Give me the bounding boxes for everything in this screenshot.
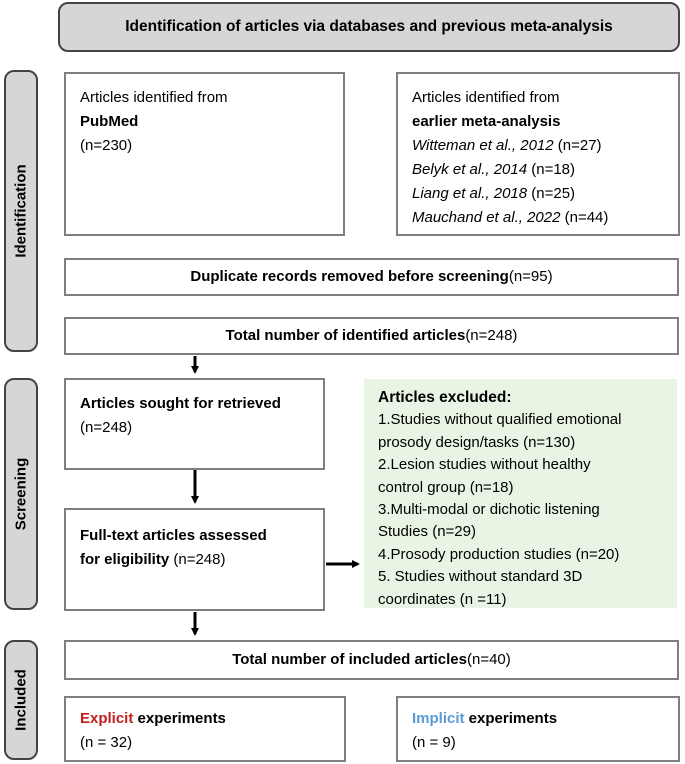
earlier-source: earlier meta-analysis <box>412 113 561 130</box>
total-included-label: Total number of included articles <box>232 651 467 668</box>
pubmed-source: PubMed <box>80 113 139 130</box>
ref-item: Witteman et al., 2012 (n=27) <box>412 137 602 154</box>
duplicates-label: Duplicate records removed before screeni… <box>190 268 509 285</box>
total-identified-label: Total number of identified articles <box>225 327 466 344</box>
excluded-line: 4.Prosody production studies (n=20) <box>378 545 620 563</box>
header-banner: Identification of articles via databases… <box>58 2 680 52</box>
pubmed-count: (n=230) <box>80 137 133 154</box>
ref-item: Belyk et al., 2014 (n=18) <box>412 161 576 178</box>
earlier-meta-box: Articles identified from earlier meta-an… <box>396 72 680 236</box>
stage-identification: Identification <box>4 70 38 352</box>
fulltext-label1: Full-text articles assessed <box>80 527 267 544</box>
fulltext-label2-line: for eligibility (n=248) <box>80 551 226 568</box>
ref-item: Mauchand et al., 2022 (n=44) <box>412 209 609 226</box>
excluded-box: Articles excluded: 1.Studies without qua… <box>364 379 677 608</box>
explicit-title: Explicit experiments <box>80 710 226 727</box>
excluded-line: control group (n=18) <box>378 478 514 496</box>
excluded-line: prosody design/tasks (n=130) <box>378 433 576 451</box>
total-identified-count: (n=248) <box>465 327 518 344</box>
sought-label: Articles sought for retrieved <box>80 395 281 412</box>
pubmed-box: Articles identified from PubMed (n=230) <box>64 72 345 236</box>
excluded-line: 2.Lesion studies without healthy <box>378 456 591 474</box>
implicit-word: Implicit <box>412 710 465 727</box>
stage-included: Included <box>4 640 38 760</box>
explicit-count: (n = 32) <box>80 734 133 751</box>
duplicates-box: Duplicate records removed before screeni… <box>64 258 679 296</box>
excluded-line: Studies (n=29) <box>378 523 476 541</box>
total-included-box: Total number of included articles (n=40) <box>64 640 679 680</box>
ref-item: Liang et al., 2018 (n=25) <box>412 185 576 202</box>
sought-count: (n=248) <box>80 419 133 436</box>
implicit-box: Implicit experiments (n = 9) <box>396 696 680 762</box>
sought-box: Articles sought for retrieved (n=248) <box>64 378 325 470</box>
total-included-count: (n=40) <box>466 651 511 668</box>
pubmed-line1: Articles identified from <box>80 89 228 106</box>
duplicates-count: (n=95) <box>508 268 553 285</box>
excluded-line: 5. Studies without standard 3D <box>378 568 583 586</box>
header-title: Identification of articles via databases… <box>125 18 613 35</box>
total-identified-box: Total number of identified articles (n=2… <box>64 317 679 355</box>
implicit-title: Implicit experiments <box>412 710 558 727</box>
explicit-box: Explicit experiments (n = 32) <box>64 696 346 762</box>
excluded-line: 1.Studies without qualified emotional <box>378 411 622 429</box>
fulltext-box: Full-text articles assessed for eligibil… <box>64 508 325 611</box>
earlier-line1: Articles identified from <box>412 89 560 106</box>
excluded-line: coordinates (n =11) <box>378 590 507 608</box>
implicit-count: (n = 9) <box>412 734 456 751</box>
excluded-title: Articles excluded: <box>378 389 512 406</box>
stage-screening: Screening <box>4 378 38 610</box>
explicit-word: Explicit <box>80 710 134 727</box>
excluded-line: 3.Multi-modal or dichotic listening <box>378 501 600 519</box>
